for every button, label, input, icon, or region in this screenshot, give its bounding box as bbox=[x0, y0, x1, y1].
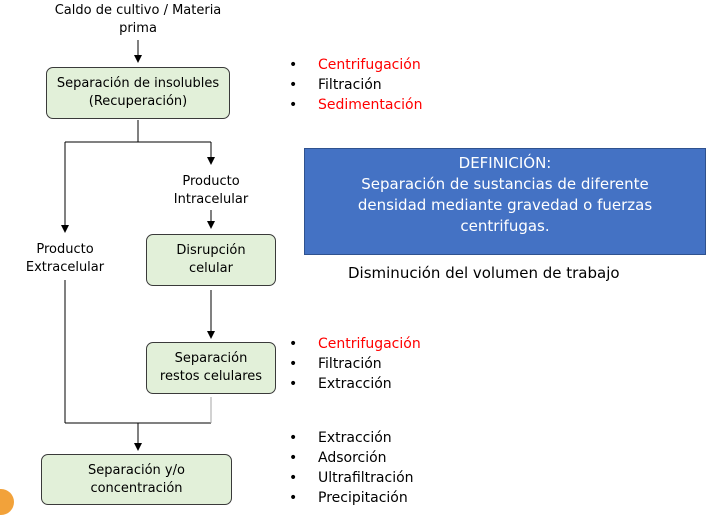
box-separacion-restos: Separación restos celulares bbox=[146, 342, 276, 394]
method-item: • Adsorción bbox=[286, 448, 414, 468]
bullet-icon: • bbox=[289, 57, 298, 73]
box-restos-line-1: Separación bbox=[174, 351, 248, 366]
bullet-icon: • bbox=[289, 336, 298, 352]
box-separacion-insolubles: Separación de insolubles (Recuperación) bbox=[46, 67, 230, 119]
bullet-icon: • bbox=[289, 376, 298, 392]
method-item: • Precipitación bbox=[286, 488, 414, 508]
method-label: Extracción bbox=[318, 430, 392, 446]
methods-list-insolubles: • Centrifugación • Filtración • Sedimentación bbox=[286, 55, 423, 115]
method-label: Precipitación bbox=[318, 490, 408, 506]
method-label: Filtración bbox=[318, 77, 382, 93]
method-item: • Filtración bbox=[286, 354, 421, 374]
bullet-icon: • bbox=[289, 77, 298, 93]
bullet-icon: • bbox=[289, 490, 298, 506]
logo-icon bbox=[0, 489, 14, 515]
method-item: • Filtración bbox=[286, 75, 423, 95]
note-volumen-trabajo: Disminución del volumen de trabajo bbox=[348, 264, 620, 282]
label-producto-extracelular: Producto Extracelular bbox=[25, 242, 105, 275]
bullet-icon: • bbox=[289, 430, 298, 446]
methods-list-concentracion: • Extracción • Adsorción • Ultrafiltración • Pr… bbox=[286, 428, 414, 508]
definition-line-3: centrifugas. bbox=[460, 217, 550, 235]
method-label: Centrifugación bbox=[318, 336, 421, 352]
bullet-icon: • bbox=[289, 450, 298, 466]
method-label: Sedimentación bbox=[318, 97, 423, 113]
bullet-icon: • bbox=[289, 470, 298, 486]
definition-box: DEFINICIÓN: Separación de sustancias de … bbox=[304, 148, 706, 255]
definition-line-1: Separación de sustancias de diferente bbox=[361, 175, 649, 193]
box-disrupcion-line-2: celular bbox=[189, 261, 233, 276]
box-insolubles-line-1: Separación de insolubles bbox=[56, 76, 220, 91]
definition-title: DEFINICIÓN: bbox=[458, 154, 552, 172]
method-item: • Centrifugación bbox=[286, 55, 423, 75]
bullet-icon: • bbox=[289, 97, 298, 113]
method-label: Adsorción bbox=[318, 450, 387, 466]
box-restos-line-2: restos celulares bbox=[159, 369, 263, 384]
method-label: Centrifugación bbox=[318, 57, 421, 73]
box-concentracion-line-1: Separación y/o bbox=[88, 462, 185, 478]
box-separacion-concentracion: Separación y/o concentración bbox=[41, 454, 232, 505]
label-producto-intracelular: Producto Intracelular bbox=[173, 174, 249, 207]
box-disrupcion-celular: Disrupción celular bbox=[146, 234, 276, 286]
method-label: Extracción bbox=[318, 376, 392, 392]
methods-list-restos: • Centrifugación • Filtración • Extracción bbox=[286, 334, 421, 394]
method-label: Ultrafiltración bbox=[318, 470, 414, 486]
method-item: • Extracción bbox=[286, 374, 421, 394]
box-insolubles-line-2: (Recuperación) bbox=[88, 94, 188, 109]
method-label: Filtración bbox=[318, 356, 382, 372]
method-item: • Ultrafiltración bbox=[286, 468, 414, 488]
method-item: • Centrifugación bbox=[286, 334, 421, 354]
input-label: Caldo de cultivo / Materia prima bbox=[54, 3, 222, 36]
bullet-icon: • bbox=[289, 356, 298, 372]
definition-line-2: densidad mediante gravedad o fuerzas bbox=[357, 196, 653, 214]
box-disrupcion-line-1: Disrupción bbox=[176, 243, 246, 258]
method-item: • Extracción bbox=[286, 428, 414, 448]
method-item: • Sedimentación bbox=[286, 95, 423, 115]
box-concentracion-line-2: concentración bbox=[90, 480, 183, 496]
